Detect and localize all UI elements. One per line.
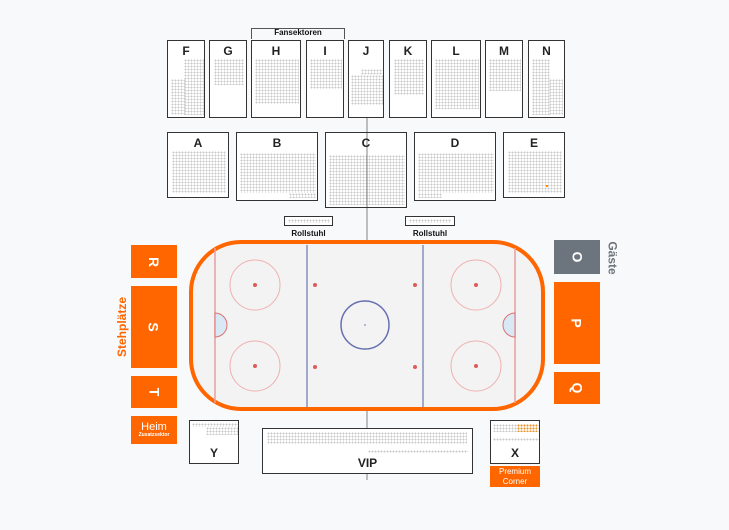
sector-label: B <box>272 136 282 150</box>
sector-label: L <box>452 44 460 58</box>
sector-label: J <box>362 44 370 58</box>
sector-label: G <box>223 44 233 58</box>
sector-l[interactable]: L <box>431 40 481 118</box>
sector-b[interactable]: B <box>236 132 318 201</box>
sector-label: I <box>323 44 327 58</box>
rollstuhl-left-label: Rollstuhl <box>291 229 326 238</box>
sector-a[interactable]: A <box>167 132 229 198</box>
sector-label: E <box>529 136 538 150</box>
sector-label: Y <box>209 446 218 460</box>
sector-label: C <box>361 136 371 150</box>
gaeste-label: Gäste <box>605 241 620 275</box>
fansektoren-label: Fansektoren <box>274 28 322 37</box>
sector-o[interactable]: O <box>554 240 600 274</box>
sector-g[interactable]: G <box>209 40 247 118</box>
rollstuhl-right[interactable] <box>405 216 455 226</box>
heim-label: Heim <box>141 421 167 433</box>
sector-label: N <box>542 44 551 58</box>
sector-x[interactable]: X <box>490 420 540 464</box>
fansektoren-bracket <box>251 28 345 39</box>
sector-vip[interactable]: VIP <box>262 428 473 474</box>
sector-y[interactable]: Y <box>189 420 239 464</box>
sector-e[interactable]: E <box>503 132 565 198</box>
sector-r[interactable]: R <box>131 245 177 278</box>
sector-j[interactable]: J <box>348 40 384 118</box>
sector-label: D <box>450 136 460 150</box>
sector-q[interactable]: Q <box>554 372 600 404</box>
sector-label: A <box>193 136 203 150</box>
sector-label: VIP <box>357 456 378 470</box>
rollstuhl-right-label: Rollstuhl <box>412 229 448 238</box>
sector-label: Q <box>568 382 585 394</box>
sector-d[interactable]: D <box>414 132 496 201</box>
stehplaetze-label: Stehplätze <box>115 296 130 358</box>
premium-corner-label: Premium Corner <box>498 466 531 486</box>
sector-t[interactable]: T <box>131 376 177 408</box>
sector-n[interactable]: N <box>528 40 565 118</box>
sector-f[interactable]: F <box>167 40 205 118</box>
sector-label: H <box>271 44 281 58</box>
sector-label: P <box>569 318 585 328</box>
sector-p[interactable]: P <box>554 282 600 364</box>
sector-k[interactable]: K <box>389 40 427 118</box>
rink-boards <box>189 240 545 411</box>
center-circle <box>340 300 390 350</box>
sector-label: X <box>510 446 519 460</box>
rollstuhl-left[interactable] <box>284 216 333 226</box>
sector-label: S <box>146 322 162 332</box>
sector-label: O <box>568 251 585 263</box>
sector-label: M <box>499 44 509 58</box>
sector-m[interactable]: M <box>485 40 523 118</box>
sector-heim-zusatz[interactable]: Heim Zusatzsektor <box>131 416 177 444</box>
premium-corner[interactable]: Premium Corner <box>490 466 540 487</box>
sector-s[interactable]: S <box>131 286 177 368</box>
sector-label: T <box>146 387 162 397</box>
zusatzsektor-label: Zusatzsektor <box>138 432 170 438</box>
sector-i[interactable]: I <box>306 40 344 118</box>
sector-h[interactable]: H <box>251 40 301 118</box>
sector-label: K <box>403 44 413 58</box>
selected-seat[interactable] <box>546 185 548 187</box>
sector-label: R <box>146 256 162 267</box>
sector-label: F <box>182 44 190 58</box>
